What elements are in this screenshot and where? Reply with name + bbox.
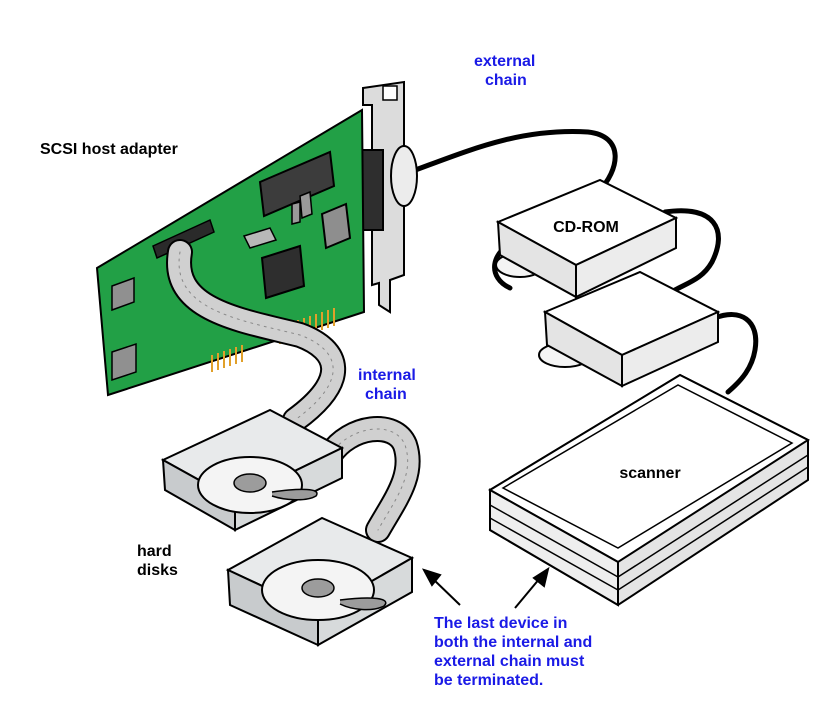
hard-disks-label-1: hard [137, 542, 172, 561]
bracket-slot [383, 86, 397, 100]
internal-chain-label-2: chain [365, 385, 407, 404]
internal-chain-label-1: internal [358, 366, 416, 385]
hard-disks-label-2: disks [137, 561, 178, 580]
external-cable-adapter-to-cdrom [410, 132, 615, 192]
termination-note-line-3: external chain must [434, 652, 584, 671]
termination-note-line-4: be terminated. [434, 671, 543, 690]
scanner [490, 375, 808, 605]
termination-note-line-2: both the internal and [434, 633, 592, 652]
external-connector [391, 146, 417, 206]
scanner-label: scanner [619, 464, 680, 483]
arrow-to-scanner [515, 578, 540, 608]
host-adapter-label: SCSI host adapter [40, 140, 178, 159]
external-cable-drive-to-scanner [715, 315, 756, 392]
annotation-arrows [424, 569, 548, 608]
termination-note-line-1: The last device in [434, 614, 567, 633]
scsi-host-adapter-card [97, 82, 417, 395]
hard-disk-1 [163, 410, 342, 530]
external-chain-label-1: external [474, 52, 535, 71]
chip-small-a [292, 202, 300, 224]
arrow-to-hard-disk [432, 578, 460, 605]
chip-small-b [300, 192, 312, 218]
external-chain-label-2: chain [485, 71, 527, 90]
cdrom-label: CD-ROM [553, 218, 619, 237]
